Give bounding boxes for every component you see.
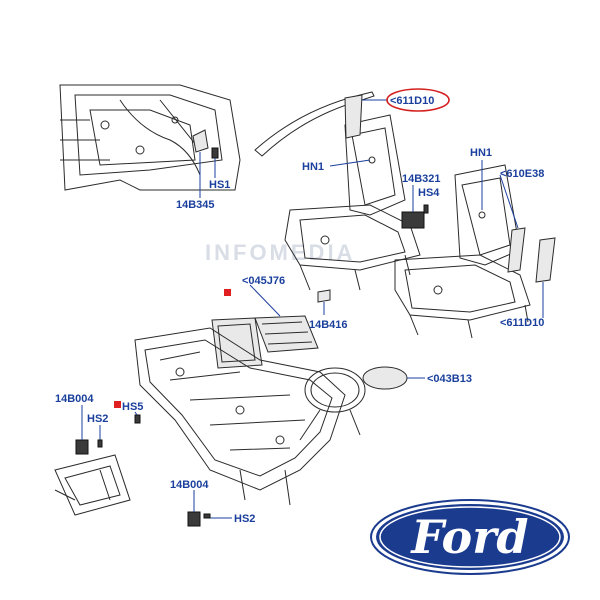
part-610e38 bbox=[507, 227, 526, 273]
screw-hs2-bottom bbox=[203, 513, 211, 519]
sensor-14b004-bottom bbox=[187, 511, 201, 527]
label-hs2-left: HS2 bbox=[87, 413, 108, 425]
label-hn1-center: HN1 bbox=[302, 161, 324, 173]
label-14b345: 14B345 bbox=[176, 199, 215, 211]
bracket-left-lower bbox=[54, 454, 131, 516]
curtain-airbag-strip bbox=[254, 91, 375, 157]
seat-frame-center bbox=[284, 114, 421, 291]
seat-frame-right bbox=[394, 164, 531, 339]
label-045j76: <045J76 bbox=[242, 275, 285, 287]
screw-hs2-left bbox=[97, 439, 103, 448]
highlight-oval-611d10 bbox=[386, 88, 450, 112]
marker-square-2 bbox=[114, 401, 121, 408]
leader-hn1-center bbox=[329, 159, 371, 167]
label-14b321: 14B321 bbox=[402, 173, 441, 185]
label-611d10-top: <611D10 bbox=[390, 95, 434, 107]
leader-610e38 bbox=[499, 174, 519, 229]
label-hs1: HS1 bbox=[209, 179, 230, 191]
leader-hs5 bbox=[134, 411, 138, 416]
label-hs4: HS4 bbox=[418, 187, 440, 199]
bracket-14b416 bbox=[317, 289, 331, 303]
marker-square-1 bbox=[224, 289, 231, 296]
watermark-text: INFOMEDIA bbox=[205, 240, 355, 265]
label-611d10-right: <611D10 bbox=[500, 317, 544, 329]
label-hs2-bottom: HS2 bbox=[234, 513, 255, 525]
side-airbag-611d10-right bbox=[535, 237, 556, 283]
screw-hs4 bbox=[423, 204, 429, 214]
ford-logo: Ford bbox=[370, 499, 570, 575]
label-14b416: 14B416 bbox=[309, 319, 348, 331]
bracket-14b345 bbox=[192, 129, 219, 159]
label-hn1-right: HN1 bbox=[470, 147, 492, 159]
side-airbag-611d10-top bbox=[344, 94, 363, 139]
door-frame-structure bbox=[59, 84, 241, 191]
knee-airbag-module bbox=[211, 317, 263, 369]
module-14b321 bbox=[401, 211, 425, 229]
airbag-045j76 bbox=[254, 315, 319, 353]
screw-hs5 bbox=[134, 414, 141, 424]
steering-wheel bbox=[299, 367, 366, 441]
label-hs5: HS5 bbox=[122, 401, 143, 413]
label-14b004-left: 14B004 bbox=[55, 393, 94, 405]
leader-045j76 bbox=[249, 284, 281, 317]
ford-logo-text: Ford bbox=[409, 510, 528, 564]
driver-airbag-043b13 bbox=[362, 366, 408, 390]
label-043b13: <043B13 bbox=[427, 373, 472, 385]
instrument-panel-beam bbox=[134, 327, 346, 506]
sensor-14b004-left bbox=[75, 439, 89, 455]
label-610e38: <610E38 bbox=[500, 168, 544, 180]
label-14b004-bottom: 14B004 bbox=[170, 479, 209, 491]
